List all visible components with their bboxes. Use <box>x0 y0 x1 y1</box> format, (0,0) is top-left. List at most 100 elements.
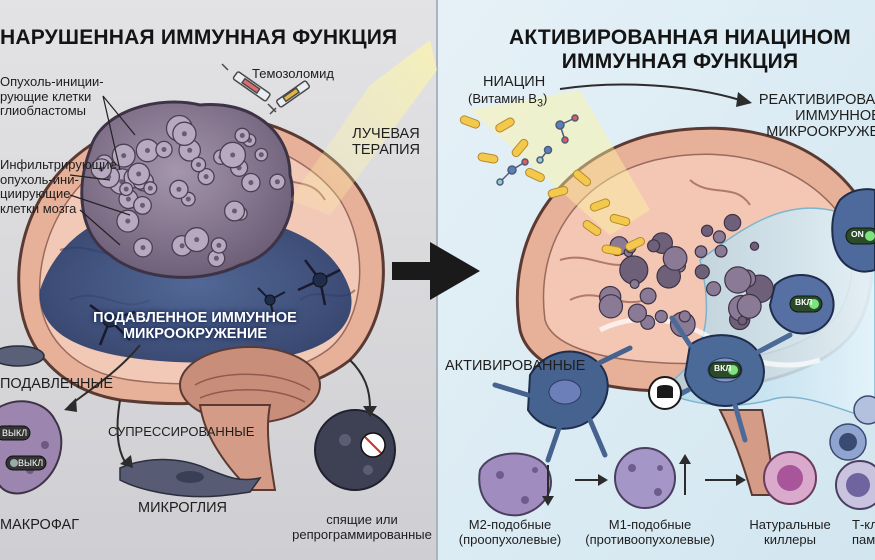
niacin-pill <box>589 198 611 212</box>
niacin-molecule-icon <box>496 114 579 186</box>
niacin-pill <box>572 169 592 187</box>
tumor-cell-nucleus <box>203 174 209 180</box>
suppressed-env-label: ПОДАВЛЕННОЕ ИММУННОЕ МИКРООКРУЖЕНИЕ <box>93 310 297 343</box>
tumor-fragment <box>724 266 752 294</box>
niacin-pill <box>601 244 623 256</box>
tumor-cell-nucleus <box>161 147 167 152</box>
macrophage-label: МАКРОФАГ <box>0 517 80 533</box>
tumor-cell-nucleus <box>145 148 150 153</box>
tumor-fragments <box>598 213 774 338</box>
tumor-cell-nucleus <box>140 202 145 208</box>
m1-label: M1-подобные (противоопухолевые) <box>585 517 715 547</box>
tumor-fragment <box>694 264 710 280</box>
tumor-cell-nucleus <box>232 208 237 214</box>
tumor-fragment <box>629 279 640 290</box>
activated-label: АКТИВИРОВАННЫЕ <box>445 358 586 374</box>
vitamin-label: (Витамин B3) <box>468 91 548 110</box>
activated-cell <box>768 273 835 335</box>
niacin-label: НИАЦИН <box>483 74 546 90</box>
tumor-cell-nucleus <box>125 196 131 202</box>
tumor-cell-nucleus <box>185 196 191 202</box>
tumor-cell-nucleus <box>248 180 254 186</box>
right-title: АКТИВИРОВАННАЯ НИАЦИНОМ ИММУННАЯ ФУНКЦИЯ <box>509 26 851 73</box>
tumor-fragment <box>598 294 624 319</box>
dormant-cell <box>314 409 396 491</box>
dormant-label: спящие или репрограммированные <box>292 512 432 542</box>
tumor-fragment <box>662 245 688 271</box>
tumor-cell-nucleus <box>196 162 201 168</box>
tumor-fragment <box>705 281 722 297</box>
tumor-fragment <box>654 309 668 324</box>
tumor-cell-nucleus <box>258 152 264 158</box>
tumor-fragment <box>749 241 760 251</box>
tumor-fragment <box>714 244 728 258</box>
tumor-cell-nucleus <box>181 131 187 137</box>
niacin-pill <box>495 117 515 133</box>
arrow-to-reactivated <box>559 83 741 101</box>
tumor-cell-nucleus <box>213 255 219 261</box>
niacin-pill <box>582 220 602 236</box>
tumor-cell-nucleus <box>98 166 104 172</box>
arrow-to-microglia <box>116 399 126 463</box>
tumor-cell-nucleus <box>176 186 182 192</box>
tumor-fragment <box>639 287 657 305</box>
transition-arrow <box>392 242 480 300</box>
temozolomide-label: Темозоломид <box>252 66 334 81</box>
microglia-cell <box>119 458 262 498</box>
niacin-pill <box>547 185 569 199</box>
nk-label: Натуральные киллеры <box>749 517 831 547</box>
suppressed-label: СУПРЕССИРОВАННЫЕ <box>108 424 255 439</box>
off-badge: ВЫКЛ <box>18 458 44 468</box>
tumor-fragment <box>646 239 661 253</box>
m2-label: M2-подобные (проопухолевые) <box>458 517 562 547</box>
tumor-fragment <box>694 245 708 259</box>
activated-cell <box>492 345 633 463</box>
tumor-cell-nucleus <box>147 185 153 191</box>
tumor-mass <box>80 100 295 279</box>
tumor-cell-nucleus <box>179 243 185 249</box>
tumor-fragment <box>678 310 691 323</box>
on-badge: ВКЛ <box>795 297 813 307</box>
radiation-beam <box>290 40 437 215</box>
tumor-cell-nucleus <box>136 171 142 177</box>
niacin-pill <box>477 152 499 164</box>
niacin-pills <box>459 115 645 256</box>
fist-icon <box>648 376 682 410</box>
tumor-cell-nucleus <box>239 133 245 138</box>
glioma-cells-label: Инфильтрирующие опухоль-ини- циирующие к… <box>0 157 117 216</box>
nk-cell <box>763 451 817 505</box>
m2-cell <box>478 452 552 517</box>
stem-cells-label: Опухоль-иниции- рующие клетки глиобласто… <box>0 74 104 119</box>
macrophage-cell <box>0 400 63 495</box>
tumor-cell-nucleus <box>230 152 236 158</box>
left-title: НАРУШЕННАЯ ИММУННАЯ ФУНКЦИЯ <box>0 26 398 49</box>
syringe-icon <box>221 63 311 115</box>
tumor-fragment <box>700 224 714 237</box>
extra-cells <box>829 395 875 461</box>
tumor-fragment <box>627 303 648 323</box>
m1-cell <box>614 447 676 509</box>
t-memory-cell <box>835 460 875 510</box>
arrow-to-dormant <box>349 359 371 409</box>
niacin-pill <box>511 138 529 158</box>
tumor-cell-nucleus <box>121 153 127 159</box>
niacin-pill <box>459 115 481 129</box>
niacin-pill <box>625 236 645 252</box>
tumor-fragment <box>736 293 762 319</box>
arrow-to-macrophage <box>69 344 141 406</box>
niacin-pill <box>609 213 631 227</box>
suppressed-cells-label: ПОДАВЛЕННЫЕ <box>0 376 114 392</box>
tumor-cell-nucleus <box>216 242 222 248</box>
suppressed-cell-left <box>0 345 45 367</box>
activated-cell <box>831 188 875 273</box>
tumor-cell-nucleus <box>125 218 131 224</box>
on-badge-en: ON <box>851 229 864 239</box>
tumor-fragment <box>723 213 742 232</box>
niacin-pill <box>525 167 545 183</box>
tumor-fragment <box>712 230 727 244</box>
on-badge: ВКЛ <box>714 363 732 373</box>
tumor-cell-nucleus <box>194 237 200 243</box>
t-memory-label: Т-клетки памяти <box>852 517 875 547</box>
